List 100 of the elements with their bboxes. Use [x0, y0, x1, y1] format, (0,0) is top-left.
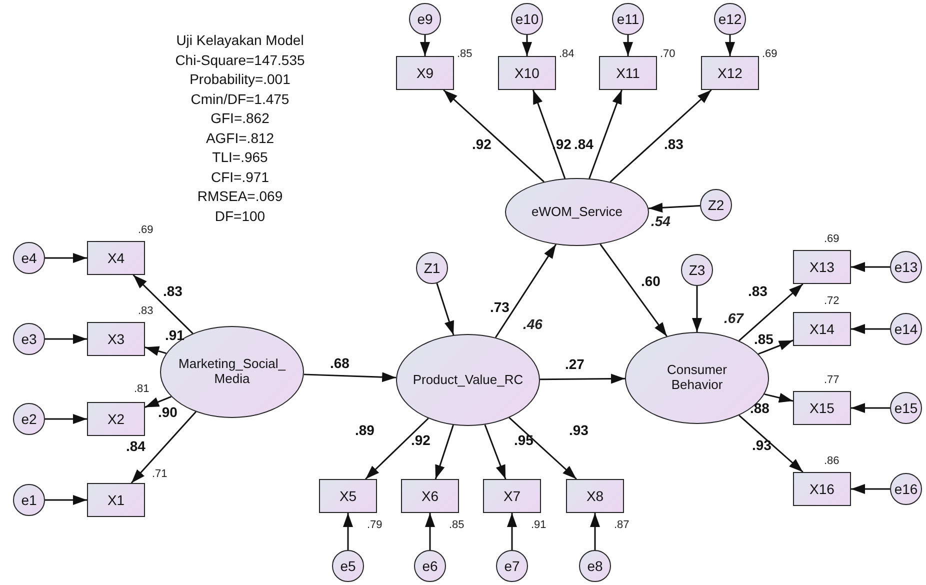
path-arrow: [45, 495, 87, 505]
path-arrow: [508, 417, 577, 480]
indicator-box: X11: [599, 56, 657, 90]
edge-label: .91: [165, 327, 184, 343]
path-arrow: [304, 372, 396, 382]
r-squared-value: .67: [724, 310, 744, 326]
fit-statistic: RMSEA=.069: [197, 187, 283, 206]
edge-label: .90: [158, 404, 178, 420]
error-term-circle: e5: [332, 550, 364, 582]
r-squared-value: .79: [367, 519, 382, 531]
indicator-box: X15: [793, 391, 851, 425]
r-squared-value: .91: [531, 519, 546, 531]
fit-statistic: Chi-Square=147.535: [175, 50, 305, 70]
edge-label: .92: [472, 136, 492, 152]
error-term-circle: e8: [579, 550, 611, 582]
edge-label: .85: [754, 331, 774, 347]
latent-variable-ellipse: Product_Value_RC: [396, 334, 540, 426]
path-arrow: [425, 513, 435, 550]
fit-statistic: Uji Kelayakan Model: [176, 31, 304, 50]
edge-label: .88: [750, 400, 770, 416]
error-term-circle: Z3: [681, 254, 713, 286]
error-term-circle: e6: [414, 550, 446, 582]
latent-variable-ellipse: eWOM_Service: [505, 178, 649, 246]
path-arrow: [610, 89, 712, 182]
path-arrow: [851, 262, 890, 272]
error-term-circle: e4: [13, 242, 45, 274]
path-arrow: [484, 424, 506, 480]
path-arrow: [365, 418, 429, 480]
r-squared-value: .84: [559, 48, 574, 60]
edge-label: .89: [355, 422, 374, 438]
fit-statistic: DF=100: [214, 206, 266, 226]
indicator-box: X16: [793, 472, 851, 506]
error-term-circle: e14: [890, 313, 922, 345]
indicator-box: X9: [396, 56, 454, 90]
indicator-box: X8: [566, 479, 624, 513]
indicator-box: X3: [87, 322, 145, 356]
path-arrow: [623, 35, 633, 56]
edge-label: .92: [411, 432, 430, 448]
path-arrow: [764, 392, 794, 403]
r-squared-value: .46: [523, 316, 542, 332]
r-squared-value: .77: [824, 374, 840, 386]
error-term-circle: e12: [714, 3, 746, 35]
path-arrow: [45, 253, 87, 263]
path-arrow: [434, 424, 454, 480]
r-squared-value: .69: [824, 233, 840, 245]
edge-label: .84: [574, 136, 594, 152]
path-arrow: [600, 244, 668, 337]
error-term-circle: e9: [409, 3, 441, 35]
r-squared-value: .87: [614, 519, 630, 531]
edge-label: .73: [490, 299, 510, 315]
path-arrow: [590, 513, 600, 550]
error-term-circle: e15: [890, 392, 922, 424]
r-squared-value: .70: [660, 48, 676, 60]
fit-statistic: Probability=.001: [190, 70, 290, 89]
error-term-circle: e16: [890, 473, 922, 505]
edge-label: .83: [664, 136, 684, 152]
path-arrow: [130, 411, 196, 484]
error-term-circle: e2: [13, 403, 45, 435]
path-arrow: [648, 202, 700, 213]
indicator-box: X12: [701, 56, 759, 90]
path-arrow: [132, 274, 194, 334]
edge-label: .27: [565, 356, 584, 372]
indicator-box: X6: [401, 479, 459, 513]
path-arrow: [494, 244, 557, 338]
fit-statistic: Cmin/DF=1.475: [190, 90, 290, 108]
error-term-circle: e7: [496, 550, 528, 582]
path-arrow: [144, 396, 172, 408]
path-arrow: [725, 35, 735, 56]
edge-label: .68: [330, 355, 350, 371]
indicator-box: X2: [87, 402, 145, 436]
r-squared-value: .86: [824, 455, 840, 467]
path-arrow: [851, 484, 890, 494]
r-squared-value: .81: [134, 383, 150, 395]
indicator-box: X1: [87, 483, 145, 517]
path-arrow: [144, 346, 166, 356]
path-arrow: [851, 324, 890, 334]
path-arrow: [851, 403, 890, 413]
path-arrow: [343, 513, 353, 550]
indicator-box: X10: [498, 56, 556, 90]
error-term-circle: e10: [511, 3, 543, 35]
path-arrow: [692, 286, 702, 332]
path-arrow: [738, 283, 804, 342]
r-squared-value: .85: [457, 48, 472, 60]
path-arrow: [45, 414, 87, 424]
path-arrow: [45, 334, 87, 344]
r-squared-value: .72: [824, 295, 840, 307]
fit-statistic: GFI=.862: [210, 109, 270, 128]
error-term-circle: e13: [890, 251, 922, 283]
error-term-circle: Z1: [416, 252, 448, 284]
path-arrow: [758, 340, 794, 355]
edge-label: .83: [748, 283, 768, 299]
edge-label: .84: [126, 438, 146, 454]
path-arrow: [532, 90, 566, 179]
r-squared-value: .85: [449, 519, 464, 531]
r-squared-value: .71: [152, 468, 168, 480]
path-arrow: [588, 90, 622, 179]
path-arrow: [540, 374, 626, 384]
edge-label: .60: [641, 273, 660, 289]
edge-label: .95: [514, 432, 534, 448]
fit-statistic: TLI=.965: [212, 148, 268, 167]
